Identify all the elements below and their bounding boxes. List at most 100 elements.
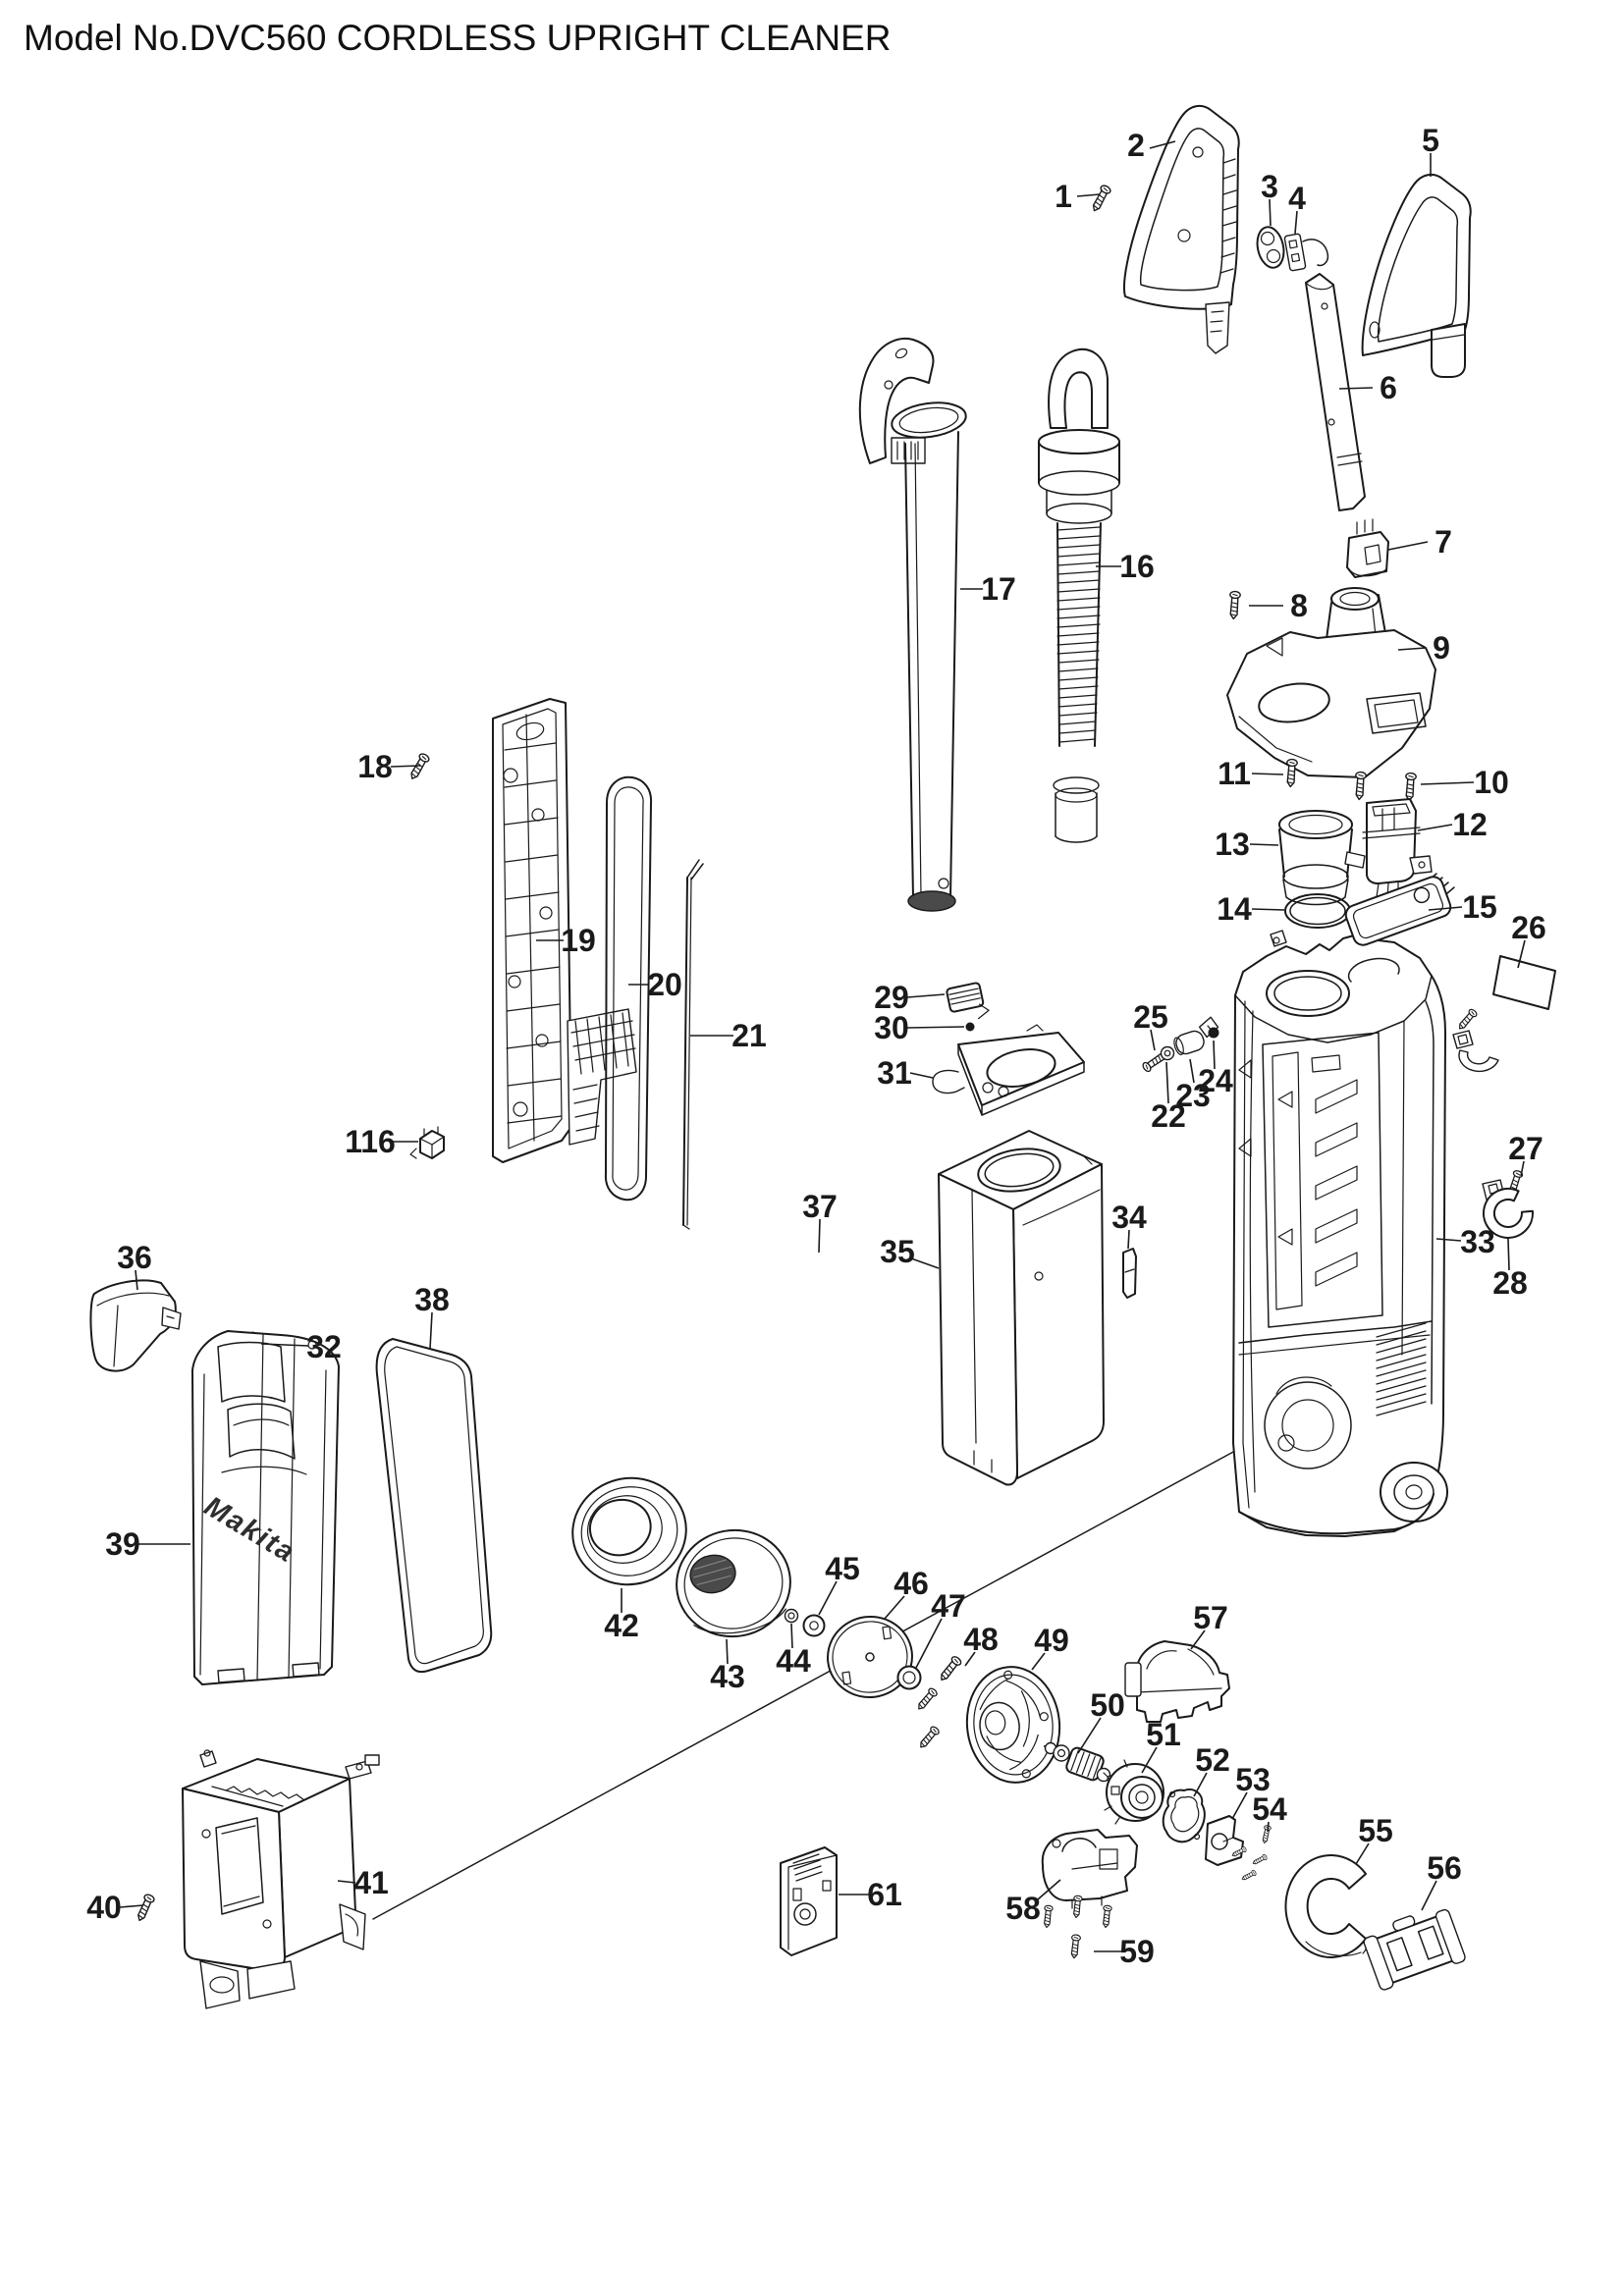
leader-line-49: [1031, 1652, 1046, 1671]
part-28-hook-drawing: [1482, 1179, 1534, 1239]
part-56-latch-drawing: [1363, 1908, 1466, 1991]
leader-line-31: [909, 1072, 934, 1079]
part-label-9: 9: [1433, 630, 1450, 666]
part-30-pin-drawing: [965, 1022, 975, 1032]
part-29-latch-drawing: [946, 982, 990, 1020]
leader-line-6: [1338, 387, 1374, 390]
part-label-1: 1: [1055, 179, 1072, 214]
part-label-43: 43: [710, 1659, 745, 1694]
part-54-screws: [1230, 1824, 1272, 1883]
leader-line-51: [1141, 1746, 1158, 1774]
part-label-54: 54: [1252, 1791, 1287, 1827]
part-label-23: 23: [1175, 1078, 1211, 1113]
leader-line-24: [1213, 1040, 1216, 1070]
part-10-screw: [1403, 772, 1418, 802]
part-15-plate-drawing: [1344, 873, 1455, 946]
leader-line-15: [1428, 906, 1463, 911]
part-39-front-cover-drawing: Makita: [191, 1330, 340, 1685]
impeller-screws: [914, 1686, 942, 1751]
part-label-61: 61: [867, 1877, 902, 1912]
part-19-panel-drawing: [492, 698, 637, 1163]
body-hardware-cluster: [1452, 1007, 1499, 1073]
part-21-rod-drawing: [682, 859, 704, 1230]
part-13-cuff-drawing: [1278, 810, 1366, 906]
leader-line-38: [429, 1311, 433, 1350]
part-26-label-plate-drawing: [1492, 955, 1556, 1010]
part-label-51: 51: [1146, 1717, 1181, 1752]
part-1-screw: [1089, 183, 1112, 214]
part-label-10: 10: [1474, 765, 1509, 800]
leader-line-12: [1417, 824, 1453, 831]
part-label-35: 35: [880, 1234, 915, 1269]
leader-line-34: [1127, 1229, 1130, 1250]
part-57-motor-cover-drawing: [1124, 1640, 1230, 1723]
part-label-42: 42: [604, 1608, 639, 1643]
part-55-foam-drawing: [1284, 1854, 1368, 1958]
part-5-handle-drawing: [1361, 173, 1472, 378]
leader-line-37: [818, 1218, 821, 1254]
part-18-screw: [406, 751, 431, 782]
part-label-8: 8: [1290, 588, 1308, 623]
part-label-22: 22: [1151, 1098, 1186, 1134]
part-31-cover-plate-drawing: [932, 1024, 1085, 1116]
leader-line-41: [337, 1880, 356, 1884]
leader-line-48: [964, 1651, 976, 1667]
leader-line-46: [884, 1595, 905, 1620]
part-label-20: 20: [647, 967, 682, 1002]
leader-line-30: [906, 1026, 965, 1029]
part-116-clip-drawing: [409, 1126, 445, 1159]
part-label-58: 58: [1005, 1891, 1041, 1926]
leader-line-25: [1150, 1029, 1156, 1051]
part-4-cord: [1302, 239, 1329, 267]
leader-line-23: [1189, 1058, 1195, 1084]
part-53-plate-drawing: [1205, 1815, 1244, 1866]
leader-line-10: [1420, 781, 1475, 785]
leader-line-52: [1193, 1772, 1208, 1797]
part-40-screw: [134, 1893, 156, 1924]
part-label-29: 29: [874, 980, 909, 1015]
part-label-12: 12: [1452, 807, 1488, 842]
part-label-56: 56: [1427, 1850, 1462, 1886]
page-title: Model No.DVC560 CORDLESS UPRIGHT CLEANER: [24, 18, 892, 58]
part-label-11: 11: [1218, 756, 1251, 791]
leader-line-4: [1294, 210, 1298, 235]
part-35-container-drawing: [938, 1130, 1105, 1486]
leader-line-36: [135, 1269, 138, 1291]
part-label-33: 33: [1460, 1224, 1495, 1259]
part-4-plate-drawing: [1283, 233, 1307, 272]
part-label-25: 25: [1133, 999, 1168, 1035]
leader-line-7: [1387, 541, 1429, 551]
leader-line-40: [119, 1904, 144, 1908]
part-label-47: 47: [931, 1588, 966, 1624]
part-50-armature-drawing: [1044, 1741, 1114, 1783]
leader-line-56: [1421, 1880, 1437, 1911]
part-58-motor-base-drawing: [1041, 1829, 1138, 1909]
part-51-motor-drawing: [1103, 1759, 1164, 1825]
part-label-14: 14: [1217, 891, 1252, 927]
part-label-52: 52: [1195, 1742, 1230, 1778]
leader-line-22: [1165, 1061, 1169, 1104]
part-label-16: 16: [1119, 549, 1155, 584]
part-34-strip-drawing: [1122, 1248, 1137, 1299]
part-label-30: 30: [874, 1010, 909, 1045]
leader-line-14: [1251, 908, 1285, 911]
part-label-18: 18: [357, 749, 393, 784]
part-42-ring-drawing: [571, 1476, 687, 1586]
part-label-40: 40: [86, 1890, 122, 1925]
part-49-impeller-drawing: [965, 1666, 1061, 1784]
part-45-washer-drawing: [802, 1614, 826, 1637]
part-14-oring-drawing: [1284, 893, 1351, 929]
part-label-36: 36: [117, 1240, 152, 1275]
part-8-screw: [1227, 590, 1242, 620]
leader-line-53: [1231, 1791, 1248, 1820]
leader-line-27: [1520, 1160, 1525, 1177]
part-16-hose-drawing: [1038, 348, 1120, 843]
part-17-wand-drawing: [858, 338, 967, 912]
part-2-handle-drawing: [1122, 104, 1240, 354]
part-label-17: 17: [981, 571, 1016, 607]
part-label-15: 15: [1462, 889, 1497, 925]
part-label-26: 26: [1511, 910, 1546, 945]
part-label-44: 44: [776, 1643, 811, 1679]
